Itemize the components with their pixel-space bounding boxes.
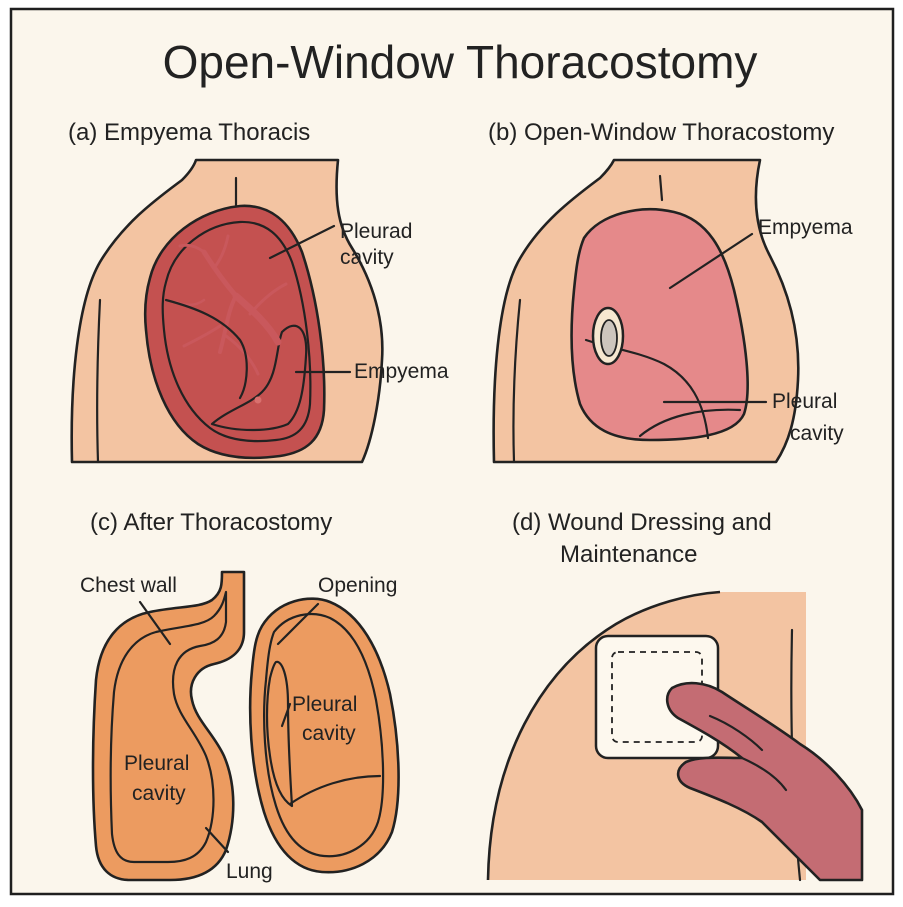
panel-c-label-chest-wall: Chest wall (80, 574, 177, 597)
panel-d-caption-line-1: (d) Wound Dressing and (512, 509, 772, 536)
panel-a-label-pleurad: Pleurad (340, 220, 412, 243)
panel-a-pus-dot (255, 397, 262, 404)
panel-c-label-cavity-right: cavity (302, 722, 356, 745)
panel-a-label-empyema: Empyema (354, 360, 449, 383)
panel-b-caption: (b) Open-Window Thoracostomy (488, 119, 834, 146)
panel-b-label-empyema: Empyema (758, 216, 853, 239)
panel-b-label-cavity: cavity (790, 422, 844, 445)
panel-b-window-opening (601, 320, 617, 356)
panel-c-label-pleural-left: Pleural (124, 752, 189, 775)
panel-c-label-pleural-right: Pleural (292, 693, 357, 716)
panel-c-label-cavity-left: cavity (132, 782, 186, 805)
panel-b-label-pleural: Pleural (772, 390, 837, 413)
panel-a-caption: (a) Empyema Thoracis (68, 119, 310, 146)
panel-a-label-cavity: cavity (340, 246, 394, 269)
figure-title: Open-Window Thoracostomy (163, 36, 758, 88)
panel-c-label-lung: Lung (226, 860, 273, 883)
panel-d-caption-line-2: Maintenance (560, 541, 697, 568)
panel-c-caption: (c) After Thoracostomy (90, 509, 332, 536)
panel-c-label-opening: Opening (318, 574, 397, 597)
